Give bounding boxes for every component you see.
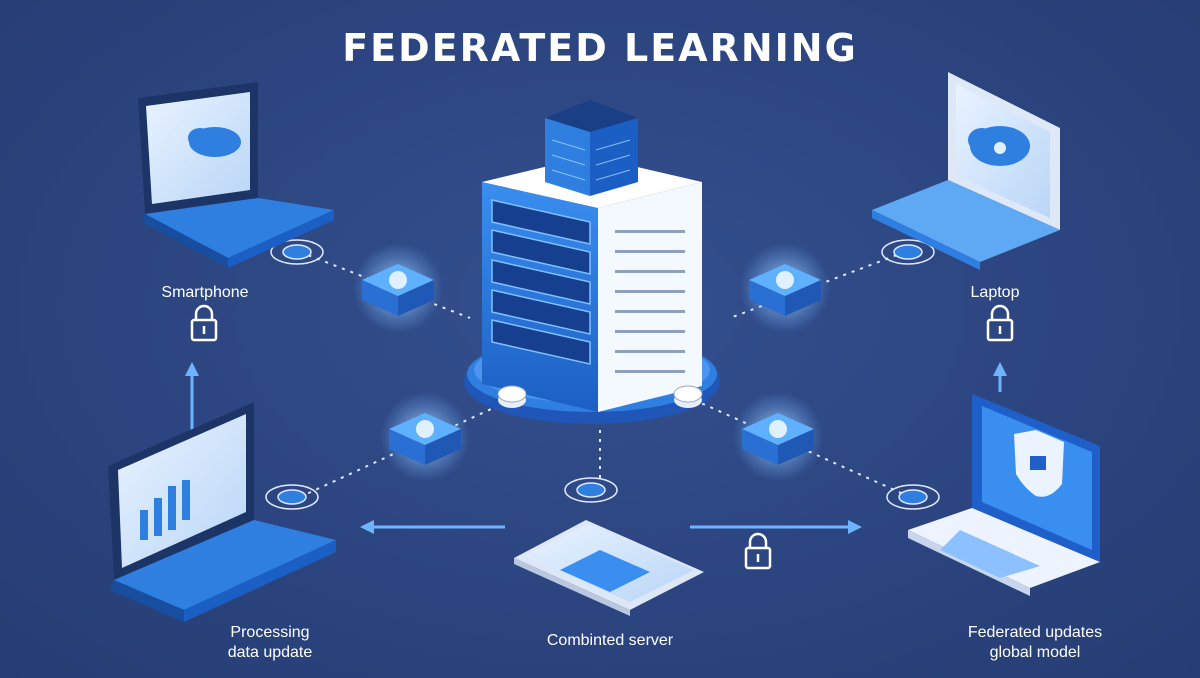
label-federated-line2: global model bbox=[989, 644, 1081, 661]
label-federated-line1: Federated updates bbox=[967, 624, 1103, 641]
server-icon bbox=[464, 100, 720, 424]
lock-icon bbox=[986, 304, 1014, 342]
arrow-up-icon-right bbox=[993, 362, 1007, 392]
model-chip-icon bbox=[380, 392, 470, 482]
model-chip-icon bbox=[740, 243, 830, 333]
arrow-left-icon bbox=[360, 520, 505, 534]
node-disc bbox=[886, 484, 940, 510]
label-smartphone: Smartphone bbox=[140, 283, 270, 303]
label-smartphone-text: Smartphone bbox=[161, 284, 249, 301]
label-combined-text: Combinted server bbox=[546, 632, 674, 649]
lock-icon bbox=[190, 304, 218, 342]
arrow-right-icon bbox=[690, 520, 862, 534]
label-processing-line1: Processing bbox=[230, 624, 310, 641]
bar-chart-icon bbox=[140, 480, 190, 540]
label-federated-updates: Federated updates global model bbox=[945, 623, 1125, 663]
model-chip-icon bbox=[353, 243, 443, 333]
page-title: FEDERATED LEARNING bbox=[342, 26, 858, 70]
laptop-icon bbox=[872, 72, 1060, 270]
connector-disc bbox=[673, 385, 703, 408]
model-chip-icon bbox=[733, 392, 823, 482]
label-processing: Processing data update bbox=[200, 623, 340, 663]
node-disc bbox=[564, 477, 618, 503]
node-disc bbox=[881, 239, 935, 265]
label-processing-line2: data update bbox=[227, 644, 313, 661]
connector-disc bbox=[497, 385, 527, 408]
tablet-icon bbox=[514, 520, 704, 616]
laptop-icon bbox=[108, 402, 336, 622]
label-laptop-text: Laptop bbox=[970, 284, 1020, 301]
node-disc bbox=[265, 484, 319, 510]
node-disc bbox=[270, 239, 324, 265]
label-laptop: Laptop bbox=[950, 283, 1040, 303]
cloud-icon bbox=[188, 127, 241, 157]
laptop-icon bbox=[908, 394, 1100, 596]
shield-icon bbox=[1014, 430, 1064, 497]
lock-icon bbox=[744, 532, 772, 570]
label-combined-server: Combinted server bbox=[520, 631, 700, 651]
arrow-up-icon bbox=[185, 362, 199, 432]
laptop-icon bbox=[138, 82, 334, 268]
cloud-icon bbox=[968, 126, 1030, 166]
